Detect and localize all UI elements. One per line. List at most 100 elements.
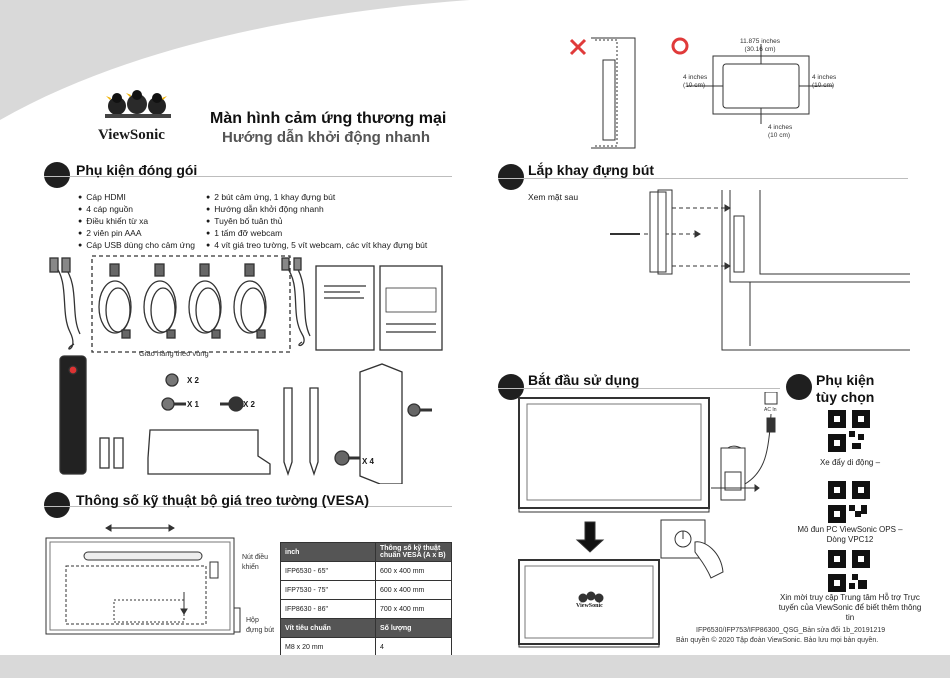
divider (44, 506, 452, 507)
battery-icon (99, 437, 110, 469)
display-logo: ViewSonic (576, 603, 603, 609)
power-cord-icon (188, 263, 222, 339)
qty-label: X 2 (187, 376, 200, 385)
vesa-table: inch Thông số kỹ thuật chuẩn VESA (A x B… (280, 542, 452, 657)
optional-caption: Xin mời truy cập Trung tâm Hỗ trợ Trực t… (778, 593, 922, 622)
page-title: Màn hình cảm ứng thương mại (210, 110, 447, 127)
ac-in-label: AC In (764, 407, 777, 413)
copyright: Bản quyền © 2020 Tập đoàn ViewSonic. Bảo… (676, 637, 879, 644)
power-cord-icon (233, 263, 267, 339)
qr-code-icon (828, 550, 870, 592)
table-cell: IFP7530 - 75" (280, 580, 376, 600)
optional-caption: Xe đẩy di động – (819, 458, 881, 467)
accessories-list-2: 2 bút cảm ứng, 1 khay đựng bút Hướng dẫn… (206, 192, 427, 252)
bottom-bar (0, 655, 950, 678)
table-header: Số lượng (375, 618, 452, 638)
clearance-left: 4 inches (10 cm) (683, 74, 707, 90)
clearance-value: (30.16 cm) (744, 46, 776, 53)
stylus-pen-icon (283, 387, 293, 477)
screw-icon (228, 396, 244, 412)
table-row: M8 x 20 mm 4 (280, 637, 452, 657)
webcam-bracket-icon (147, 429, 271, 475)
divider (498, 178, 908, 179)
getting-started-title: Bắt đầu sử dụng (528, 372, 640, 388)
control-button-label: Nút điều khiển (242, 554, 269, 571)
clearance-top: 11.875 inches (30.16 cm) (740, 38, 780, 54)
table-row: IFP6530 - 65" 600 x 400 mm (280, 561, 452, 581)
section-marker (44, 492, 70, 518)
quick-start-guide-icon (315, 265, 375, 351)
qr-code-icon (828, 481, 870, 523)
list-item: 4 vít giá treo tường, 5 vít webcam, các … (206, 240, 427, 252)
table-cell: IFP8630 - 86" (280, 599, 376, 619)
list-item: Tuyên bố tuân thủ (206, 216, 427, 228)
screw-icon (407, 403, 421, 417)
clearance-value: (10 cm) (683, 82, 706, 89)
pen-tray-title: Lắp khay đựng bút (528, 162, 655, 178)
optional-title-2: tùy chọn (816, 389, 875, 405)
getting-started-diagram (518, 392, 778, 648)
list-item: 2 bút cảm ứng, 1 khay đựng bút (206, 192, 427, 204)
divider (44, 176, 452, 177)
accessories-list-1: Cáp HDMI 4 cáp nguồn Điều khiển từ xa 2 … (78, 192, 195, 252)
clearance-value: 4 inches (683, 74, 708, 81)
display-on (518, 559, 660, 645)
divider (498, 388, 780, 389)
ac-in-port-icon (764, 392, 778, 405)
screw-icon (165, 373, 179, 387)
accessories-title: Phụ kiện đóng gói (76, 162, 198, 178)
pen-tray-label: Hộp đựng bút (246, 617, 275, 634)
cross-icon (569, 38, 587, 56)
usb-cable-icon (285, 265, 305, 347)
power-cord-icon (98, 263, 132, 339)
section-marker (786, 374, 812, 400)
battery-icon (113, 437, 124, 469)
section-marker (498, 164, 524, 190)
table-header: inch (280, 542, 376, 562)
clearance-value: (10 cm) (768, 132, 791, 139)
doc-id: IFP6530/IFP753/IFP86300_QSG_Bản sửa đổi … (696, 627, 886, 634)
table-cell: 700 x 400 mm (375, 599, 452, 619)
table-header: Thông số kỹ thuật chuẩn VESA (A x B) (375, 542, 452, 562)
hdmi-cable-icon (53, 263, 75, 350)
qr-code-icon (828, 410, 870, 452)
brand-name: ViewSonic (98, 127, 165, 143)
table-header: Vít tiêu chuẩn (280, 618, 376, 638)
power-cord-icon (143, 263, 177, 339)
remote-control-icon (59, 355, 87, 475)
list-item: Hướng dẫn khởi động nhanh (206, 204, 427, 216)
finger-icon (694, 541, 724, 579)
region-box (91, 255, 291, 353)
table-cell: 4 (375, 637, 452, 657)
list-item: 4 cáp nguồn (78, 204, 195, 216)
clearance-value: (10 cm) (812, 82, 835, 89)
pen-tray-note: Xem mặt sau (528, 192, 579, 202)
pen-tray-diagram (610, 189, 910, 351)
clearance-value: 11.875 inches (740, 38, 780, 45)
table-cell: M8 x 20 mm (280, 637, 376, 657)
vesa-diagram (45, 524, 241, 635)
pen-tray-icon (359, 363, 403, 484)
list-item: Cáp HDMI (78, 192, 195, 204)
qty-label: X 4 (362, 457, 375, 466)
clearance-value: 4 inches (768, 124, 793, 131)
page-subtitle: Hướng dẫn khởi động nhanh (222, 129, 431, 146)
region-note: Giao hàng theo vùng (139, 349, 209, 358)
screw-icon (161, 397, 175, 411)
vesa-title: Thông số kỹ thuật bộ giá treo tường (VES… (76, 492, 370, 508)
table-row: IFP7530 - 75" 600 x 400 mm (280, 580, 452, 600)
stylus-pen-icon (309, 387, 319, 477)
logo: ViewSonic (95, 84, 180, 144)
birds-logo-icon (105, 90, 171, 118)
list-item: 1 tấm đỡ webcam (206, 228, 427, 240)
section-marker (498, 374, 524, 400)
display-front (518, 397, 710, 509)
list-item: Điều khiển từ xa (78, 216, 195, 228)
screw-icon (334, 450, 350, 466)
accessories-illustration (49, 255, 443, 484)
list-item: 2 viên pin AAA (78, 228, 195, 240)
compliance-doc-icon (379, 265, 443, 351)
clearance-diagrams (569, 37, 833, 149)
arrow-down-icon (575, 521, 605, 553)
table-cell: IFP6530 - 65" (280, 561, 376, 581)
